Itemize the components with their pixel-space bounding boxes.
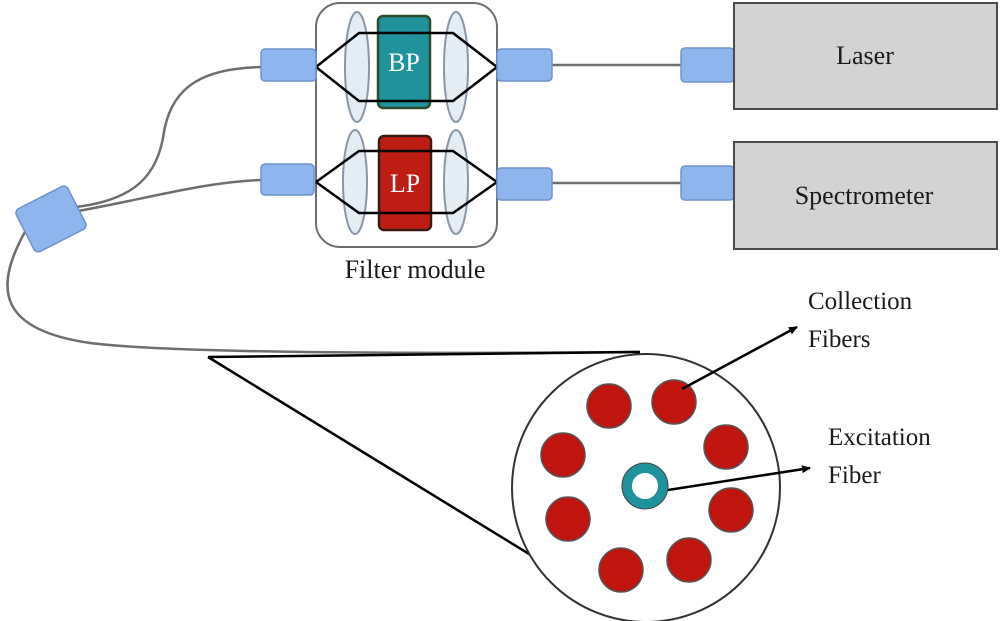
magnification-lines bbox=[207, 350, 641, 586]
lens-icon bbox=[443, 129, 469, 235]
collection-fibers bbox=[540, 379, 754, 593]
lens-icon bbox=[342, 129, 368, 235]
fiber-splitter-connector bbox=[15, 185, 87, 253]
spectrometer-box: Spectrometer bbox=[733, 141, 998, 250]
collection-fiber bbox=[586, 383, 632, 429]
bandpass-filter bbox=[376, 14, 432, 110]
connector-icon bbox=[260, 163, 315, 196]
connector-icon bbox=[496, 48, 553, 82]
excitation-arrow bbox=[667, 465, 811, 492]
collection-fiber bbox=[708, 487, 754, 533]
laser-box: Laser bbox=[733, 2, 998, 110]
lower-fiber-cable bbox=[77, 178, 262, 213]
lens-icon bbox=[344, 11, 370, 123]
connectors bbox=[15, 47, 735, 253]
collection-arrow bbox=[681, 325, 798, 391]
laser-label: Laser bbox=[836, 41, 894, 70]
collection-label-line1: Collection bbox=[808, 288, 913, 315]
excitation-label-line1: Excitation bbox=[828, 424, 931, 451]
collection-fiber bbox=[666, 537, 712, 583]
probe-cross-section bbox=[511, 353, 781, 621]
spectrometer-label: Spectrometer bbox=[795, 181, 934, 210]
lens-icon bbox=[443, 11, 469, 123]
bandpass-label: BP bbox=[388, 48, 420, 77]
excitation-label-line2: Fiber bbox=[828, 462, 881, 489]
collection-fiber bbox=[540, 432, 586, 478]
filter-module-caption: Filter module bbox=[345, 255, 486, 284]
connector-icon bbox=[260, 48, 317, 82]
connector-icon bbox=[680, 47, 735, 83]
collection-fiber bbox=[598, 547, 644, 593]
connector-icon bbox=[680, 165, 735, 201]
filter-module: BP LP Filter module bbox=[315, 2, 500, 284]
excitation-fiber bbox=[622, 463, 668, 509]
collection-label-line2: Fibers bbox=[808, 326, 871, 353]
excitation-fiber-edge bbox=[621, 462, 669, 510]
callout-arrows bbox=[667, 325, 811, 492]
upper-fiber-cable bbox=[75, 65, 263, 209]
longpass-filter bbox=[377, 134, 433, 232]
collection-fiber bbox=[703, 424, 749, 470]
excitation-fiber-label: Excitation Fiber bbox=[828, 424, 937, 489]
collection-fibers-label: Collection Fibers bbox=[808, 288, 918, 353]
fiber-cables bbox=[6, 63, 681, 355]
longpass-label: LP bbox=[390, 169, 420, 198]
collection-fiber bbox=[545, 496, 591, 542]
connector-icon bbox=[496, 167, 553, 201]
probe-fiber-cable bbox=[6, 229, 641, 355]
collection-fiber bbox=[651, 379, 697, 425]
